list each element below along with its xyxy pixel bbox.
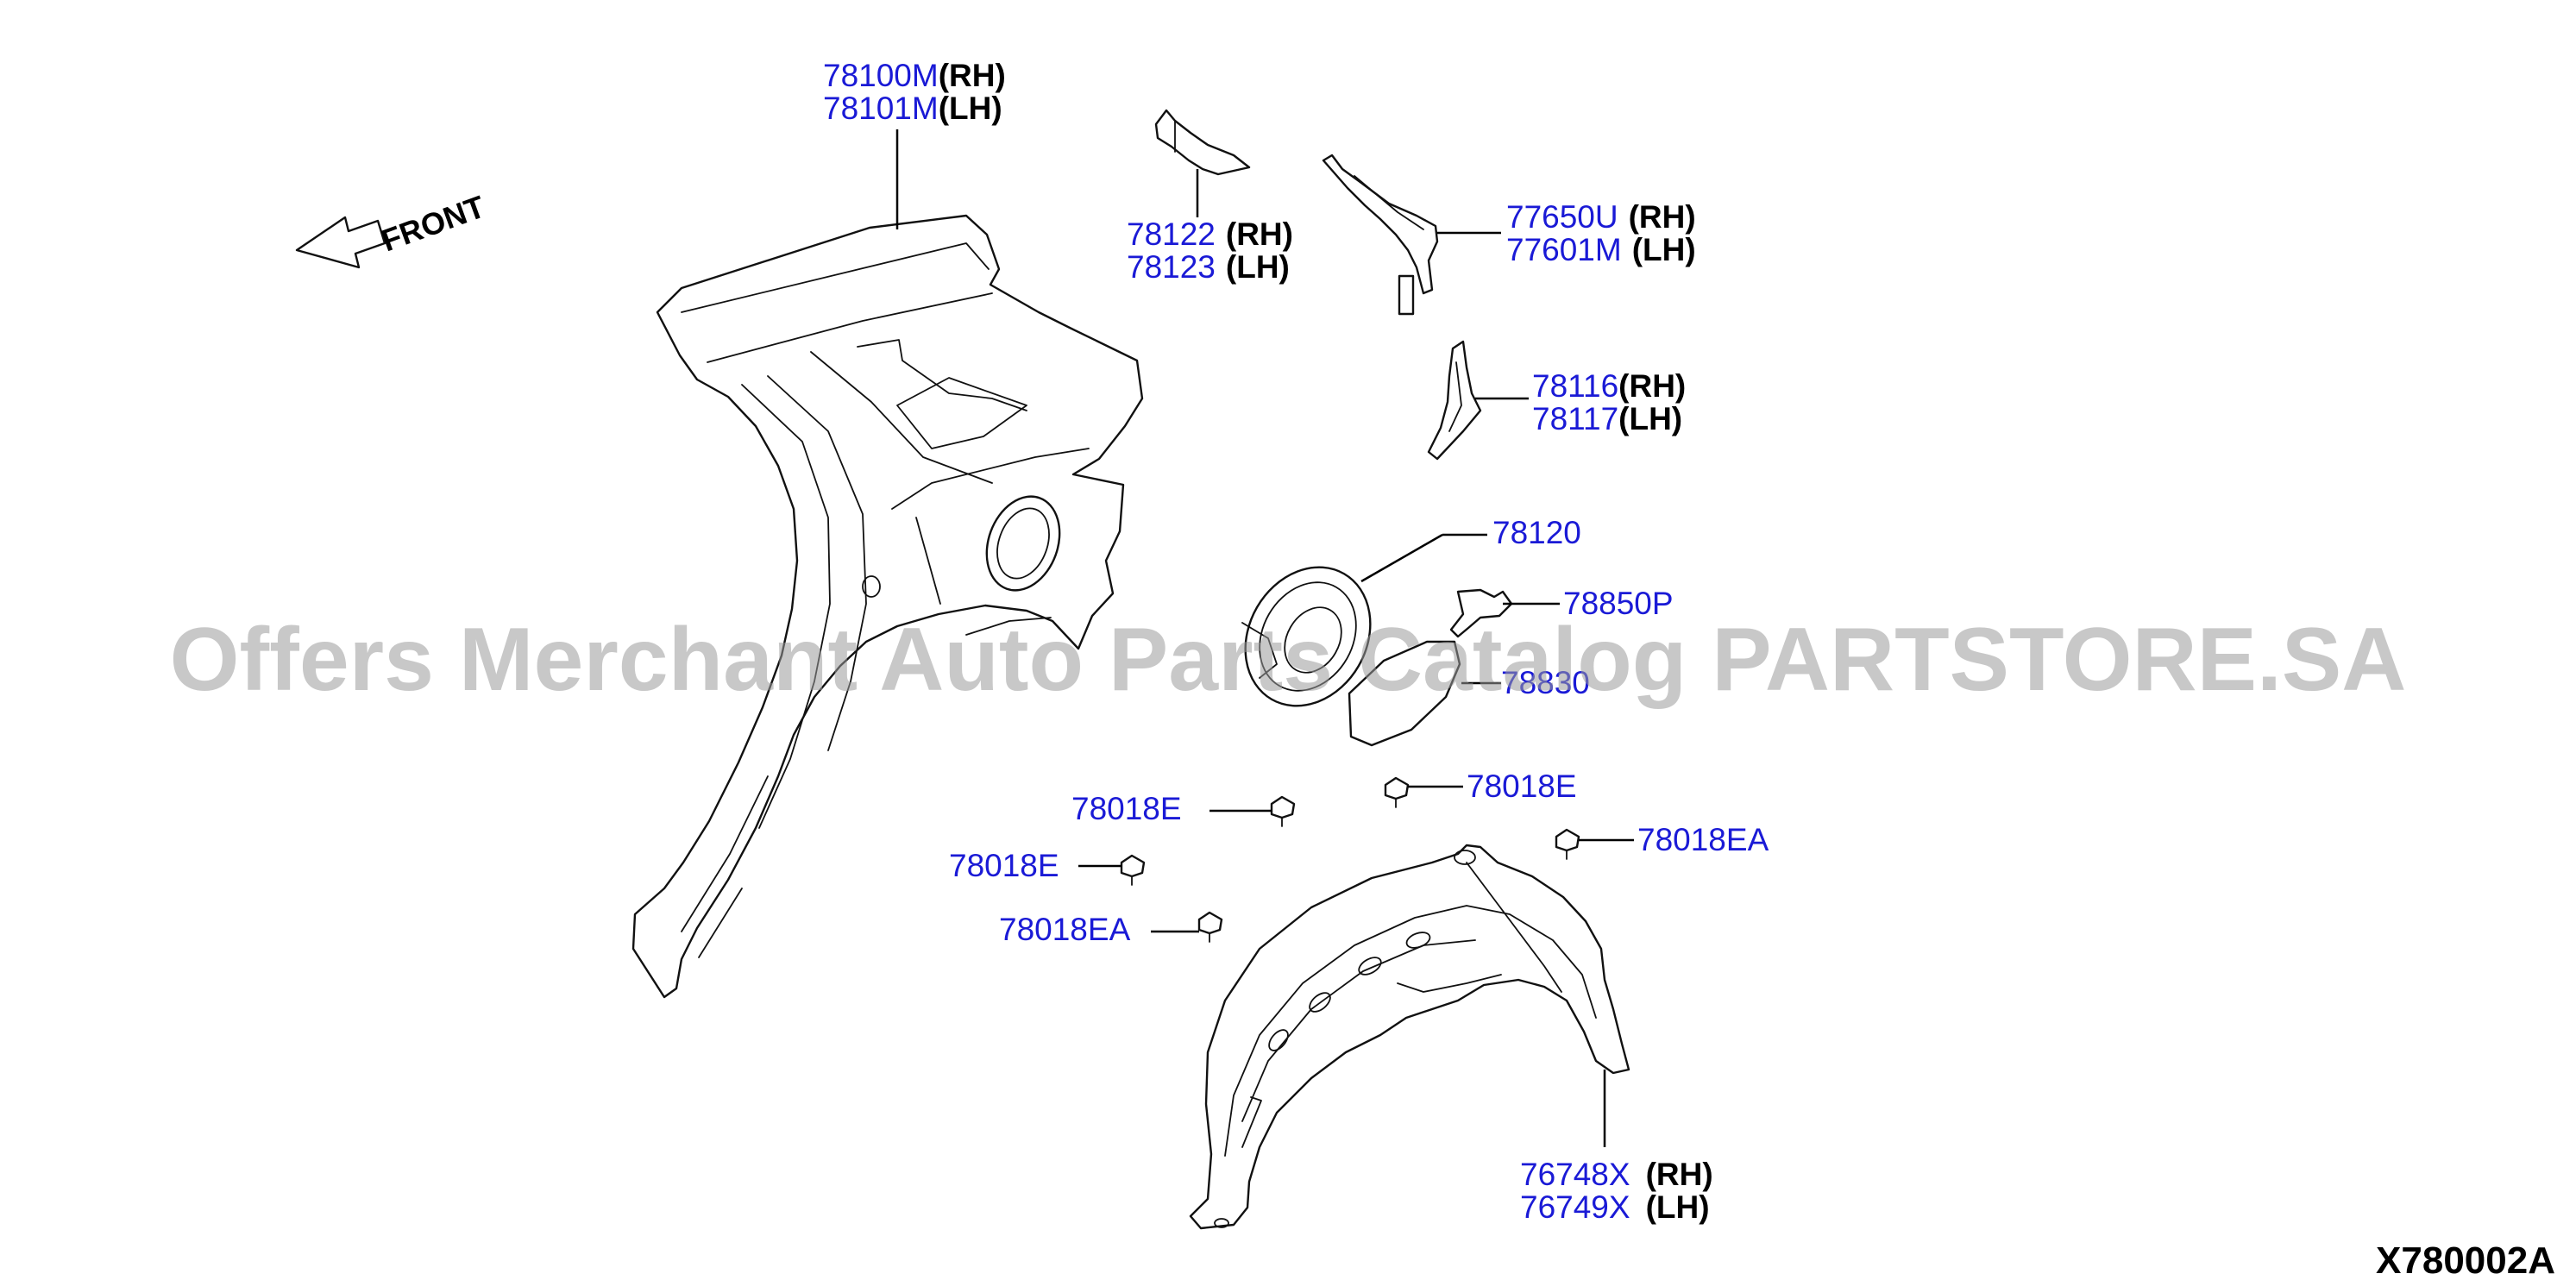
drawing-code: X780002A [2376, 1239, 2555, 1280]
callout-77601m: 77601M(LH) [1506, 232, 1696, 267]
callout-78018e-mid: 78018E [949, 848, 1059, 883]
callout-78123: 78123(LH) [1127, 249, 1290, 285]
protector-drawing [1189, 844, 1630, 1230]
callout-78100m: 78100M(RH) [823, 58, 1006, 93]
callout-78120: 78120 [1492, 515, 1581, 550]
clip-icon [1270, 795, 1296, 827]
extension-drawing [1322, 154, 1439, 316]
callout-77650u: 77650U(RH) [1506, 199, 1696, 235]
lock-drawing [1449, 588, 1513, 638]
filler-lid-drawing [1348, 640, 1461, 747]
callout-78018e-left: 78018E [1071, 791, 1182, 826]
callout-78850p: 78850P [1563, 586, 1674, 621]
callout-78830: 78830 [1501, 665, 1590, 700]
front-arrow-icon [295, 216, 386, 269]
callout-78101m: 78101M(LH) [823, 91, 1002, 126]
clip-icon [1555, 828, 1580, 860]
filler-base-drawing [1241, 566, 1372, 707]
callout-78116: 78116(RH) [1532, 368, 1686, 404]
callout-78117: 78117(LH) [1532, 401, 1682, 436]
clip-icon [1384, 776, 1410, 808]
reinforcement-drawing [1427, 340, 1482, 461]
callout-76748x: 76748X(RH) [1520, 1157, 1713, 1192]
clip-icon [1197, 911, 1223, 943]
callout-78018ea-right: 78018EA [1637, 822, 1769, 857]
callout-76749x: 76749X(LH) [1520, 1189, 1710, 1225]
watermark: Offers Merchant Auto Parts Catalog PARTS… [170, 610, 2407, 710]
front-label: FRONT [377, 189, 490, 259]
callout-78122: 78122(RH) [1127, 216, 1293, 252]
quarter-panel-drawing [631, 214, 1144, 999]
callout-78018e-right: 78018E [1467, 769, 1577, 804]
bracket-drawing [1154, 109, 1251, 176]
callout-78018ea-left: 78018EA [999, 912, 1131, 947]
clip-icon [1120, 854, 1146, 886]
